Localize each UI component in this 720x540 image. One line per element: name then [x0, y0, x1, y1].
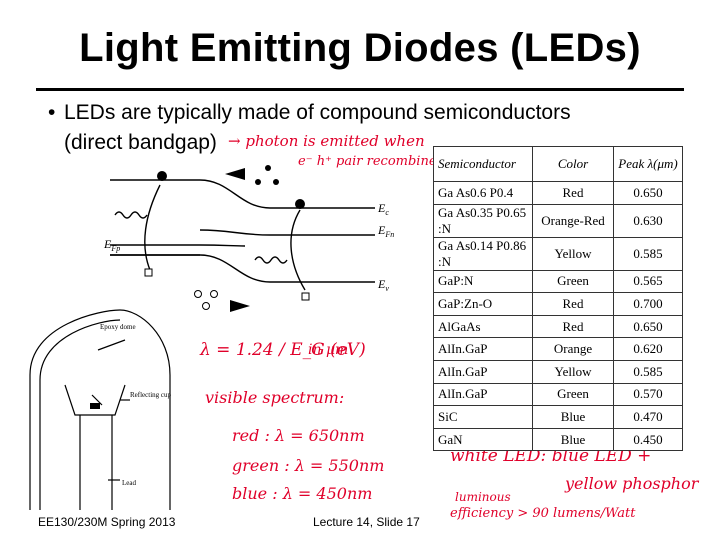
cell-peak: 0.470 — [613, 405, 683, 429]
cell-material: AlIn.GaP — [433, 337, 533, 361]
cell-material: Ga As0.6 P0.4 — [433, 181, 533, 205]
svg-text:EFp: EFp — [103, 237, 120, 253]
fermi-n — [199, 229, 375, 236]
bullet-line-1: LEDs are typically made of compound semi… — [64, 101, 571, 124]
lambda-equation: λ = 1.24 / E_G (eV) — [200, 340, 366, 360]
cell-peak: 0.565 — [613, 269, 683, 294]
table-header-row: Semiconductor Color Peak λ(μm) — [433, 146, 683, 182]
cell-peak: 0.450 — [613, 427, 683, 452]
conduction-band — [110, 179, 375, 209]
col-peak: Peak λ(μm) — [613, 146, 683, 182]
efficiency-1: luminous — [455, 490, 511, 504]
cell-peak: 0.620 — [613, 337, 683, 361]
cell-material: AlIn.GaP — [433, 382, 533, 407]
footer-slide-number: Lecture 14, Slide 17 — [313, 515, 420, 529]
cell-material: Ga As0.14 P0.86 :N — [433, 236, 533, 271]
slide-title: Light Emitting Diodes (LEDs) — [79, 26, 641, 70]
bullet-text: • LEDs are typically made of compound sem… — [48, 98, 628, 158]
cell-color: Orange-Red — [532, 203, 614, 238]
cell-color: Red — [532, 314, 614, 339]
cell-color: Yellow — [532, 359, 614, 384]
cell-material: AlIn.GaP — [433, 359, 533, 384]
cell-color: Blue — [532, 405, 614, 429]
cell-color: Red — [532, 181, 614, 205]
recomb-arrow-2 — [290, 209, 306, 291]
cell-peak: 0.650 — [613, 314, 683, 339]
svg-text:Reflecting cup: Reflecting cup — [130, 391, 172, 399]
cell-material: AlGaAs — [433, 314, 533, 339]
cell-peak: 0.700 — [613, 292, 683, 316]
title-rule — [36, 88, 684, 91]
svg-text:EFn: EFn — [377, 223, 394, 239]
efficiency-2: efficiency > 90 lumens/Watt — [450, 506, 636, 521]
valence-band — [110, 254, 375, 283]
cell-color: Blue — [532, 427, 614, 452]
cell-material: GaN — [433, 427, 533, 452]
bullet-dot: • — [48, 101, 56, 124]
cell-color: Yellow — [532, 236, 614, 271]
led-drawing: Epoxy dome Reflecting cup Lead — [29, 309, 172, 510]
cell-peak: 0.585 — [613, 359, 683, 384]
svg-text:Epoxy dome: Epoxy dome — [100, 323, 136, 331]
cell-color: Green — [532, 269, 614, 294]
cell-material: GaP:N — [433, 269, 533, 294]
visible-spectrum: visible spectrum: — [205, 388, 345, 407]
bullet-line-2: (direct bandgap) — [64, 131, 217, 154]
cell-material: SiC — [433, 405, 533, 429]
svg-text:Lead: Lead — [122, 479, 136, 487]
semiconductor-table: Semiconductor Color Peak λ(μm) Ga As0.6 … — [433, 146, 683, 452]
photon-wave-2 — [254, 256, 288, 264]
red-wavelength: red : λ = 650nm — [232, 426, 365, 445]
photon-wave-1 — [114, 211, 148, 219]
epoxy-dome — [29, 309, 171, 510]
svg-text:Ev: Ev — [377, 277, 389, 293]
cell-color: Green — [532, 382, 614, 407]
photon-note-2: e⁻ h⁺ pair recombines — [298, 154, 444, 169]
band-diagram: Ec EFn EFp Ev — [103, 165, 394, 312]
cell-material: Ga As0.35 P0.65 :N — [433, 203, 533, 238]
blue-wavelength: blue : λ = 450nm — [232, 484, 373, 503]
cell-material: GaP:Zn-O — [433, 292, 533, 316]
footer-course: EE130/230M Spring 2013 — [38, 515, 176, 529]
col-color: Color — [532, 146, 614, 182]
green-wavelength: green : λ = 550nm — [232, 456, 385, 475]
reflecting-cup — [64, 384, 126, 416]
svg-text:Ec: Ec — [377, 201, 389, 217]
white-led-2: yellow phosphor — [565, 474, 699, 493]
cell-peak: 0.585 — [613, 236, 683, 271]
cell-peak: 0.630 — [613, 203, 683, 238]
fermi-p — [110, 244, 246, 247]
cell-color: Red — [532, 292, 614, 316]
cell-color: Orange — [532, 337, 614, 361]
photon-note-1: → photon is emitted when — [228, 132, 425, 150]
cell-peak: 0.650 — [613, 181, 683, 205]
col-semiconductor: Semiconductor — [433, 146, 533, 182]
cell-peak: 0.570 — [613, 382, 683, 407]
recomb-arrow-1 — [144, 184, 161, 271]
lambda-unit: in μm — [308, 342, 349, 358]
